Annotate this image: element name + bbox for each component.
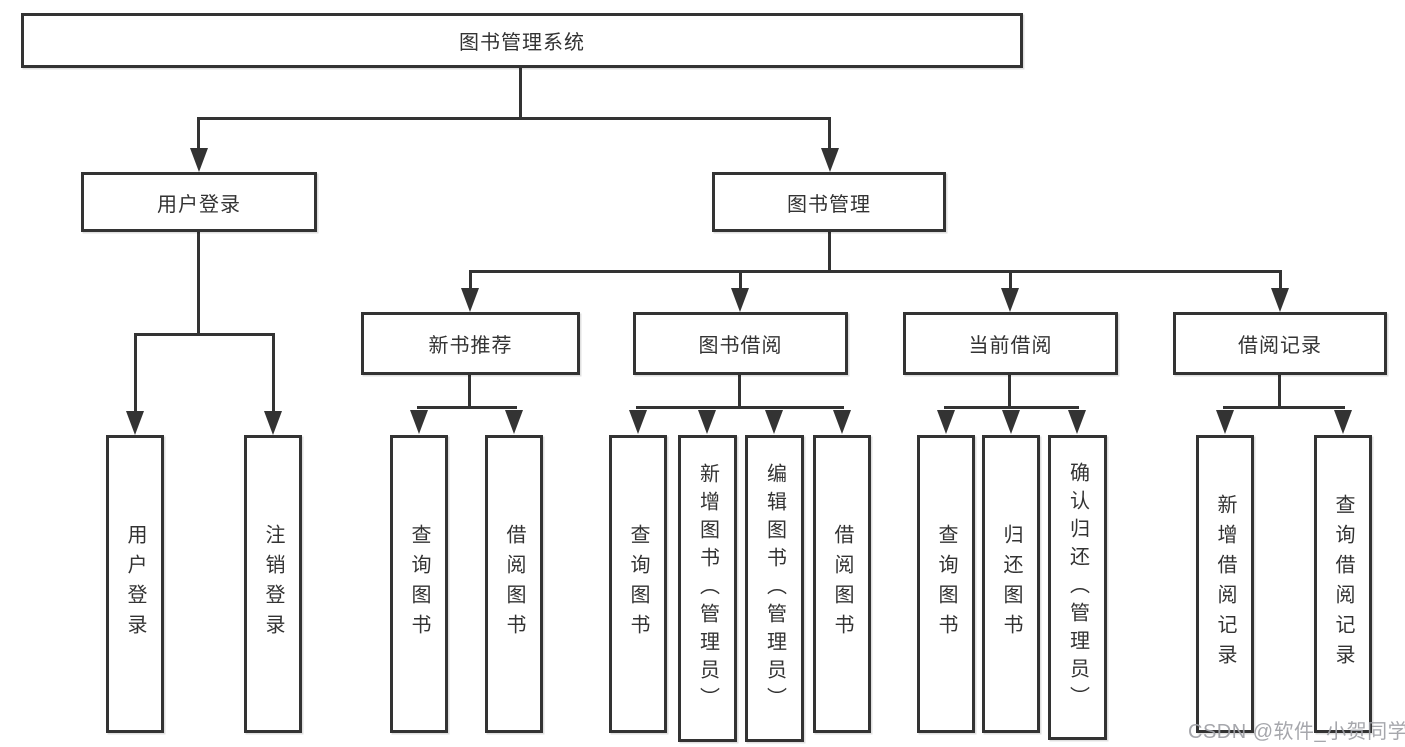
leaf-borrow-books: 借阅图书 (813, 435, 871, 733)
leaf-add-borrow-record: 新增借阅记录 (1196, 435, 1254, 733)
leaf-user-login: 用户登录 (106, 435, 164, 733)
arrow-down-icon (410, 410, 428, 434)
node-label: 借阅记录 (1238, 335, 1322, 357)
node-label: 图书借阅 (698, 335, 783, 357)
connector-records-stem (1278, 375, 1281, 409)
connector-drop-current (1009, 270, 1012, 292)
connector-drop-user (197, 117, 200, 151)
leaf-label: 查询借阅记录 (1332, 494, 1354, 674)
connector-drop-records (1279, 270, 1282, 292)
arrow-down-icon (731, 288, 749, 312)
arrow-down-icon (461, 288, 479, 312)
node-label: 当前借阅 (968, 335, 1053, 357)
connector-book-stem (828, 232, 831, 273)
node-user-login-module: 用户登录 (81, 172, 317, 232)
arrow-down-icon (126, 411, 144, 435)
leaf-label: 借阅图书 (503, 524, 525, 644)
leaf-label: 借阅图书 (831, 524, 853, 644)
node-label: 图书管理系统 (459, 32, 585, 54)
arrow-down-icon (1216, 410, 1234, 434)
leaf-confirm-return-admin: 确认归还（管理员） (1048, 435, 1107, 740)
leaf-borrow-books: 借阅图书 (485, 435, 543, 733)
leaf-query-books: 查询图书 (917, 435, 975, 733)
leaf-return-books: 归还图书 (982, 435, 1040, 733)
csdn-watermark: CSDN @软件_小贺同学 (1188, 721, 1405, 743)
leaf-query-borrow-record: 查询借阅记录 (1314, 435, 1372, 733)
leaf-label: 查询图书 (627, 524, 649, 644)
connector-drop-book (828, 117, 831, 151)
leaf-label: 确认归还（管理员） (1066, 461, 1089, 714)
arrow-down-icon (1001, 288, 1019, 312)
arrow-down-icon (629, 410, 647, 434)
leaf-label: 归还图书 (1000, 524, 1022, 644)
leaf-edit-books-admin: 编辑图书（管理员） (745, 435, 804, 742)
connector-current-bar (944, 406, 1079, 409)
arrow-down-icon (765, 410, 783, 434)
connector-bborrow-bar (636, 406, 844, 409)
arrow-down-icon (821, 148, 839, 172)
connector-bborrow-stem (738, 375, 741, 409)
arrow-down-icon (505, 410, 523, 434)
leaf-add-books-admin: 新增图书（管理员） (678, 435, 737, 742)
connector-current-stem (1008, 375, 1011, 409)
connector-user-stem (197, 232, 200, 336)
arrow-down-icon (698, 410, 716, 434)
node-new-book-recommend: 新书推荐 (361, 312, 580, 375)
leaf-query-books: 查询图书 (609, 435, 667, 733)
leaf-label: 用户登录 (124, 524, 146, 644)
arrow-down-icon (833, 410, 851, 434)
arrow-down-icon (264, 411, 282, 435)
leaf-label: 编辑图书（管理员） (763, 462, 786, 715)
node-label: 图书管理 (787, 193, 871, 216)
connector-drop-bborrow (739, 270, 742, 292)
leaf-label: 注销登录 (262, 524, 284, 644)
connector-records-bar (1223, 406, 1345, 409)
node-borrow-records: 借阅记录 (1173, 312, 1387, 375)
connector-drop-login (134, 333, 137, 415)
node-label: 新书推荐 (428, 335, 513, 357)
node-book-management: 图书管理 (712, 172, 946, 232)
connector-newrec-stem (468, 375, 471, 409)
node-current-borrowing: 当前借阅 (903, 312, 1118, 375)
connector-level1-bar (197, 117, 831, 120)
connector-root-stem (519, 66, 522, 118)
node-book-borrowing: 图书借阅 (633, 312, 848, 375)
arrow-down-icon (1334, 410, 1352, 434)
connector-user-bar (134, 333, 275, 336)
connector-newrec-bar (417, 406, 517, 409)
connector-drop-newrec (469, 270, 472, 292)
node-label: 用户登录 (157, 193, 241, 216)
leaf-logout: 注销登录 (244, 435, 302, 733)
node-root-system: 图书管理系统 (21, 13, 1023, 68)
arrow-down-icon (1271, 288, 1289, 312)
arrow-down-icon (1002, 410, 1020, 434)
arrow-down-icon (937, 410, 955, 434)
arrow-down-icon (190, 148, 208, 172)
leaf-label: 新增图书（管理员） (696, 462, 719, 715)
connector-level3-bar (469, 270, 1282, 273)
leaf-label: 查询图书 (408, 524, 430, 644)
arrow-down-icon (1068, 410, 1086, 434)
connector-drop-logout (272, 333, 275, 415)
leaf-query-books: 查询图书 (390, 435, 448, 733)
leaf-label: 新增借阅记录 (1214, 494, 1236, 674)
leaf-label: 查询图书 (935, 524, 957, 644)
